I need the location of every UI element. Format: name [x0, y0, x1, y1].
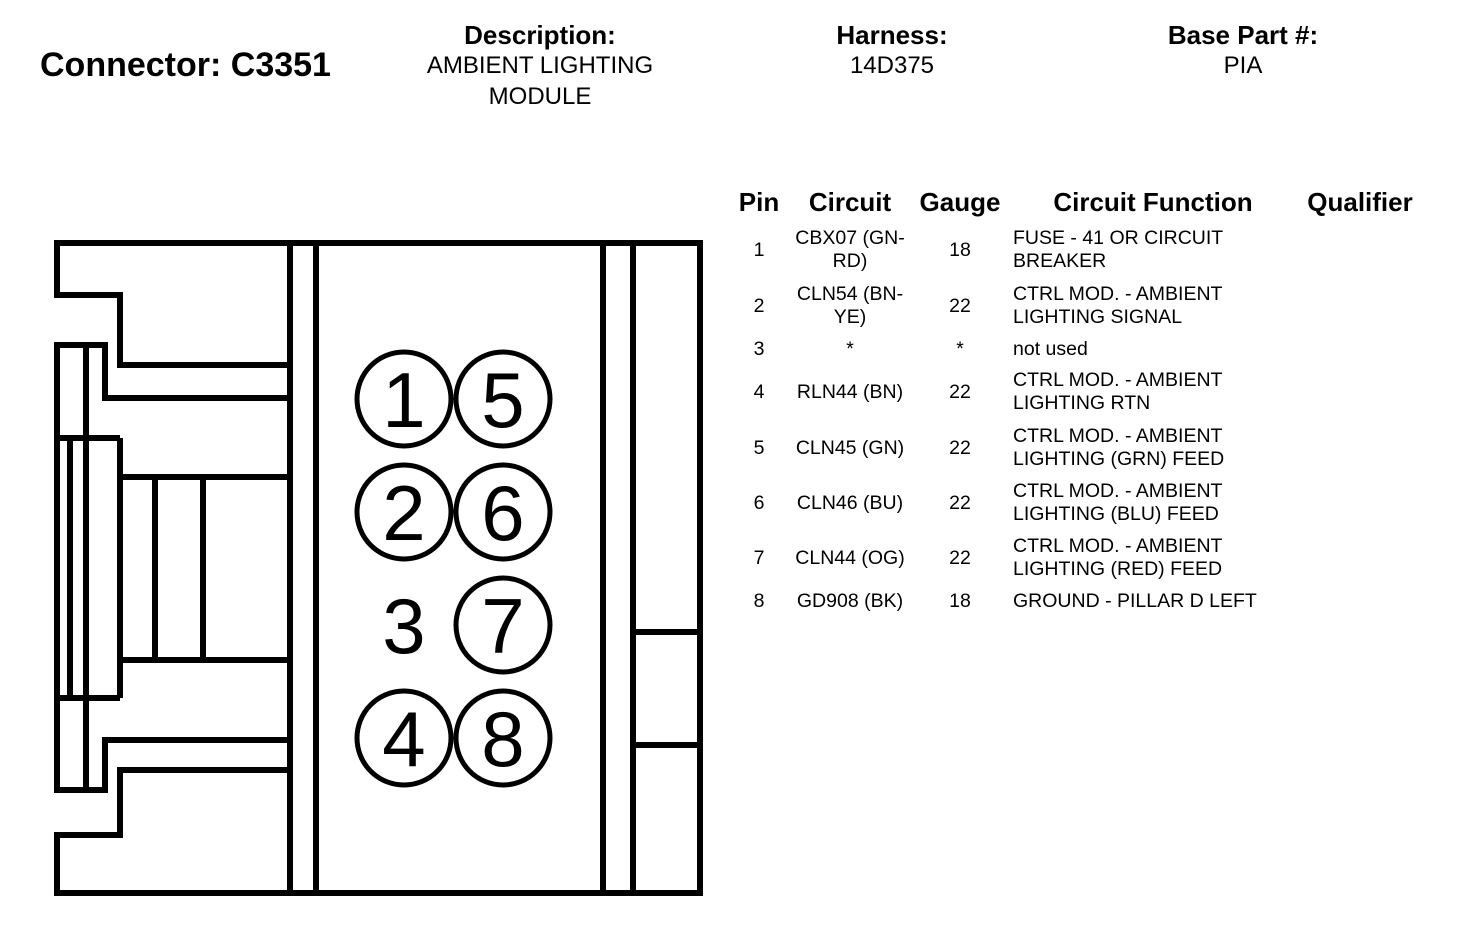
pin-number-8: 8 [481, 695, 524, 783]
column-header-circuit-function: Circuit Function [1053, 187, 1253, 217]
pin-cell: 4 [753, 380, 765, 403]
pin-cell: 2 [753, 294, 765, 317]
description-value-line1: AMBIENT LIGHTING [426, 52, 654, 79]
pin-number-1: 1 [382, 356, 425, 444]
gauge-cell: 22 [949, 380, 971, 403]
base-part-value: PIA [1223, 52, 1263, 79]
circuit-cell: CLN46 (BU) [796, 491, 904, 514]
qualifier-cell [1293, 479, 1433, 527]
pin-labels: 1 2 3 4 5 6 7 8 [382, 356, 524, 783]
table-row: 8 GD908 (BK) 18 GROUND - PILLAR D LEFT [733, 589, 1433, 613]
circuit-cell: CBX07 (GN-RD) [795, 227, 905, 272]
gauge-cell: * [956, 337, 964, 360]
column-header-circuit: Circuit [808, 187, 892, 217]
gauge-cell: 22 [949, 294, 971, 317]
description-label: Description: [464, 20, 616, 50]
base-part-label: Base Part #: [1167, 20, 1319, 50]
circuit-cell: * [846, 337, 854, 360]
pin-cell: 8 [753, 589, 765, 612]
pin-cell: 5 [753, 436, 765, 459]
connector-face-drawing: 1 2 3 4 5 6 7 8 [54, 240, 703, 896]
pin-cavity-6 [453, 462, 553, 562]
function-cell: GROUND - PILLAR D LEFT [1013, 589, 1257, 612]
description-value-line2: MODULE [488, 83, 592, 110]
harness-block: Harness: 14D375 [782, 20, 1002, 81]
gauge-cell: 22 [949, 491, 971, 514]
gauge-cell: 18 [949, 238, 971, 261]
pin-cavity-7 [453, 575, 553, 675]
pin-cavities [354, 349, 553, 788]
function-cell: not used [1013, 337, 1088, 360]
pin-number-3: 3 [382, 582, 425, 670]
pin-number-7: 7 [481, 582, 524, 670]
qualifier-cell [1293, 282, 1433, 330]
description-block: Description: AMBIENT LIGHTING MODULE [390, 20, 690, 112]
pin-cavity-8 [453, 688, 553, 788]
column-header-gauge: Gauge [919, 187, 1001, 217]
pin-number-4: 4 [382, 695, 425, 783]
gauge-cell: 18 [949, 589, 971, 612]
circuit-cell: CLN45 (GN) [795, 436, 905, 459]
connector-title: Connector: C3351 [40, 46, 331, 84]
base-part-block: Base Part #: PIA [1120, 20, 1366, 81]
circuit-cell: CLN44 (OG) [795, 546, 905, 569]
pin-cell: 7 [753, 546, 765, 569]
column-header-qualifier: Qualifier [1307, 187, 1413, 217]
pin-number-5: 5 [481, 356, 524, 444]
circuit-cell: GD908 (BK) [796, 589, 904, 612]
gauge-cell: 22 [949, 436, 971, 459]
pin-cell: 6 [753, 491, 765, 514]
qualifier-cell [1293, 424, 1433, 472]
qualifier-cell [1293, 368, 1433, 416]
harness-label: Harness: [836, 20, 948, 50]
gauge-cell: 22 [949, 546, 971, 569]
pin-cavity-5 [453, 349, 553, 449]
qualifier-cell [1293, 589, 1433, 613]
qualifier-cell [1293, 534, 1433, 582]
qualifier-cell [1293, 337, 1433, 361]
pin-cell: 3 [753, 337, 765, 360]
pin-number-2: 2 [382, 469, 425, 557]
circuit-cell: CLN54 (BN-YE) [796, 283, 904, 328]
circuit-cell: RLN44 (BN) [796, 380, 904, 403]
harness-value: 14D375 [849, 52, 935, 79]
housing-outline [54, 240, 703, 896]
pin-number-6: 6 [481, 469, 524, 557]
qualifier-cell [1293, 226, 1433, 274]
table-row: 3 * * not used [733, 337, 1433, 361]
pin-cavity-4 [354, 688, 454, 788]
pin-cavity-1 [354, 349, 454, 449]
pin-cell: 1 [753, 238, 765, 261]
pin-cavity-2 [354, 462, 454, 562]
column-header-pin: Pin [738, 187, 780, 217]
